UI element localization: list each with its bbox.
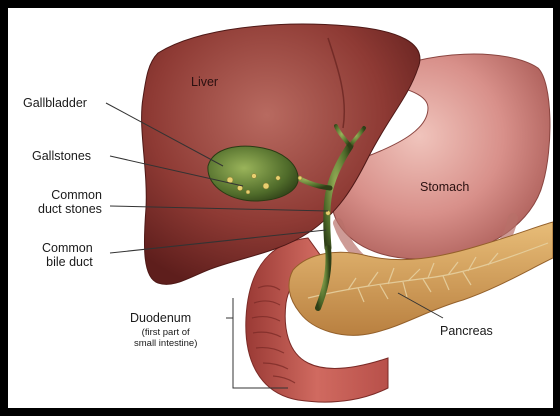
common-duct-stones-line2: duct stones — [38, 202, 102, 216]
common-duct-stones-label: Common duct stones — [38, 188, 102, 216]
duodenum-note-line1: (first part of — [134, 327, 197, 338]
duodenum-note-line2: small intestine) — [134, 338, 197, 349]
pancreas-label: Pancreas — [440, 324, 493, 338]
liver-label: Liver — [191, 75, 218, 89]
anatomy-canvas: Liver Stomach Gallbladder Gallstones Com… — [8, 8, 553, 408]
common-duct-stones-line1: Common — [38, 188, 102, 202]
gallbladder-label: Gallbladder — [23, 96, 87, 110]
gallstones-label: Gallstones — [32, 149, 91, 163]
common-bile-duct-line1: Common — [42, 241, 93, 255]
stomach-label: Stomach — [420, 180, 469, 194]
common-bile-duct-line2: bile duct — [42, 255, 93, 269]
duodenum-label: Duodenum — [130, 311, 191, 325]
duodenum-note: (first part of small intestine) — [134, 327, 197, 349]
common-bile-duct-label: Common bile duct — [42, 241, 93, 269]
